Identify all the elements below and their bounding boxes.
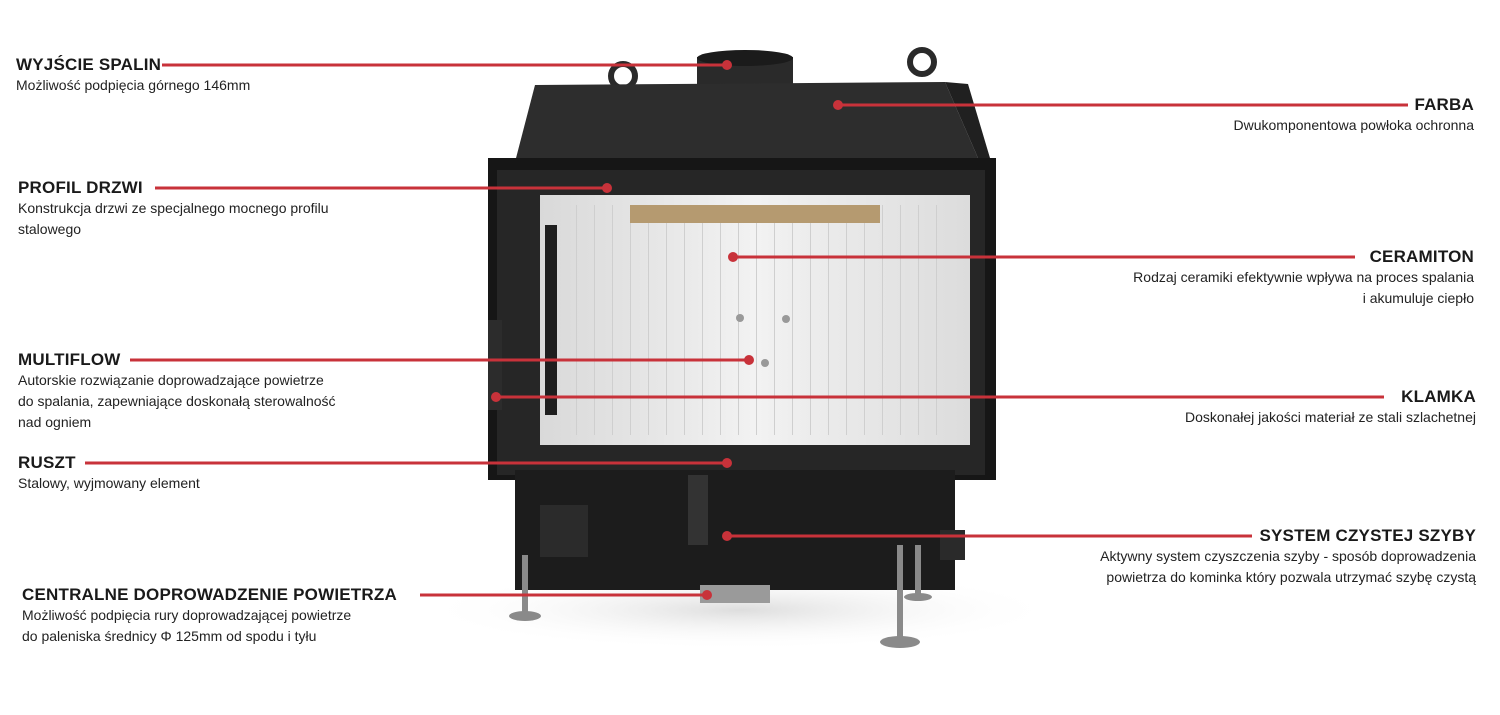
callout-desc: Możliwość podpięcia rury doprowadzającej… [22, 607, 352, 623]
callout-wyjscie-spalin: WYJŚCIE SPALIN Możliwość podpięcia górne… [16, 55, 250, 96]
callout-desc: stalowego [18, 221, 82, 237]
callout-title: PROFIL DRZWI [18, 178, 143, 197]
callout-desc: Stalowy, wyjmowany element [18, 475, 200, 491]
callout-title: RUSZT [18, 453, 76, 472]
handle [488, 320, 502, 410]
callout-desc: do spalania, zapewniające doskonałą ster… [18, 393, 336, 409]
callout-title: FARBA [1414, 95, 1474, 114]
callout-desc: Rodzaj ceramiki efektywnie wpływa na pro… [1133, 269, 1474, 285]
callout-ceramiton: CERAMITON Rodzaj ceramiki efektywnie wpł… [1133, 247, 1474, 309]
callout-desc: powietrza do kominka który pozwala utrzy… [1106, 569, 1476, 585]
callout-title: WYJŚCIE SPALIN [16, 55, 162, 74]
callout-desc: i akumuluje ciepło [1362, 290, 1474, 306]
callout-centralne-doprowadzenie: CENTRALNE DOPROWADZENIE POWIETRZA Możliw… [22, 585, 397, 647]
callout-klamka: KLAMKA Doskonałej jakości materiał ze st… [1185, 387, 1476, 428]
callout-farba: FARBA Dwukomponentowa powłoka ochronna [1234, 95, 1474, 136]
callout-title: MULTIFLOW [18, 350, 121, 369]
callout-desc: Konstrukcja drzwi ze specjalnego mocnego… [18, 200, 329, 216]
callout-title: SYSTEM CZYSTEJ SZYBY [1259, 526, 1476, 545]
callout-desc: Doskonałej jakości materiał ze stali szl… [1184, 409, 1476, 425]
callout-desc: Dwukomponentowa powłoka ochronna [1233, 117, 1474, 133]
callout-profil-drzwi: PROFIL DRZWI Konstrukcja drzwi ze specja… [18, 178, 329, 240]
ash-box [515, 470, 955, 590]
callout-title: CERAMITON [1369, 247, 1474, 266]
callout-title: KLAMKA [1401, 387, 1476, 406]
callout-ruszt: RUSZT Stalowy, wyjmowany element [18, 453, 200, 494]
callout-title: CENTRALNE DOPROWADZENIE POWIETRZA [22, 585, 397, 604]
air-inlet [700, 585, 770, 603]
callout-desc: do paleniska średnicy Φ 125mm od spodu i… [22, 628, 317, 644]
hood [515, 82, 978, 162]
callout-desc: nad ogniem [18, 414, 92, 430]
callout-desc: Autorskie rozwiązanie doprowadzające pow… [18, 372, 324, 388]
callout-desc: Możliwość podpięcia górnego 146mm [16, 77, 251, 93]
callout-multiflow: MULTIFLOW Autorskie rozwiązanie doprowad… [18, 350, 336, 433]
callout-system-czystej-szyby: SYSTEM CZYSTEJ SZYBY Aktywny system czys… [1100, 526, 1476, 588]
callout-desc: Aktywny system czyszczenia szyby - sposó… [1100, 548, 1476, 564]
